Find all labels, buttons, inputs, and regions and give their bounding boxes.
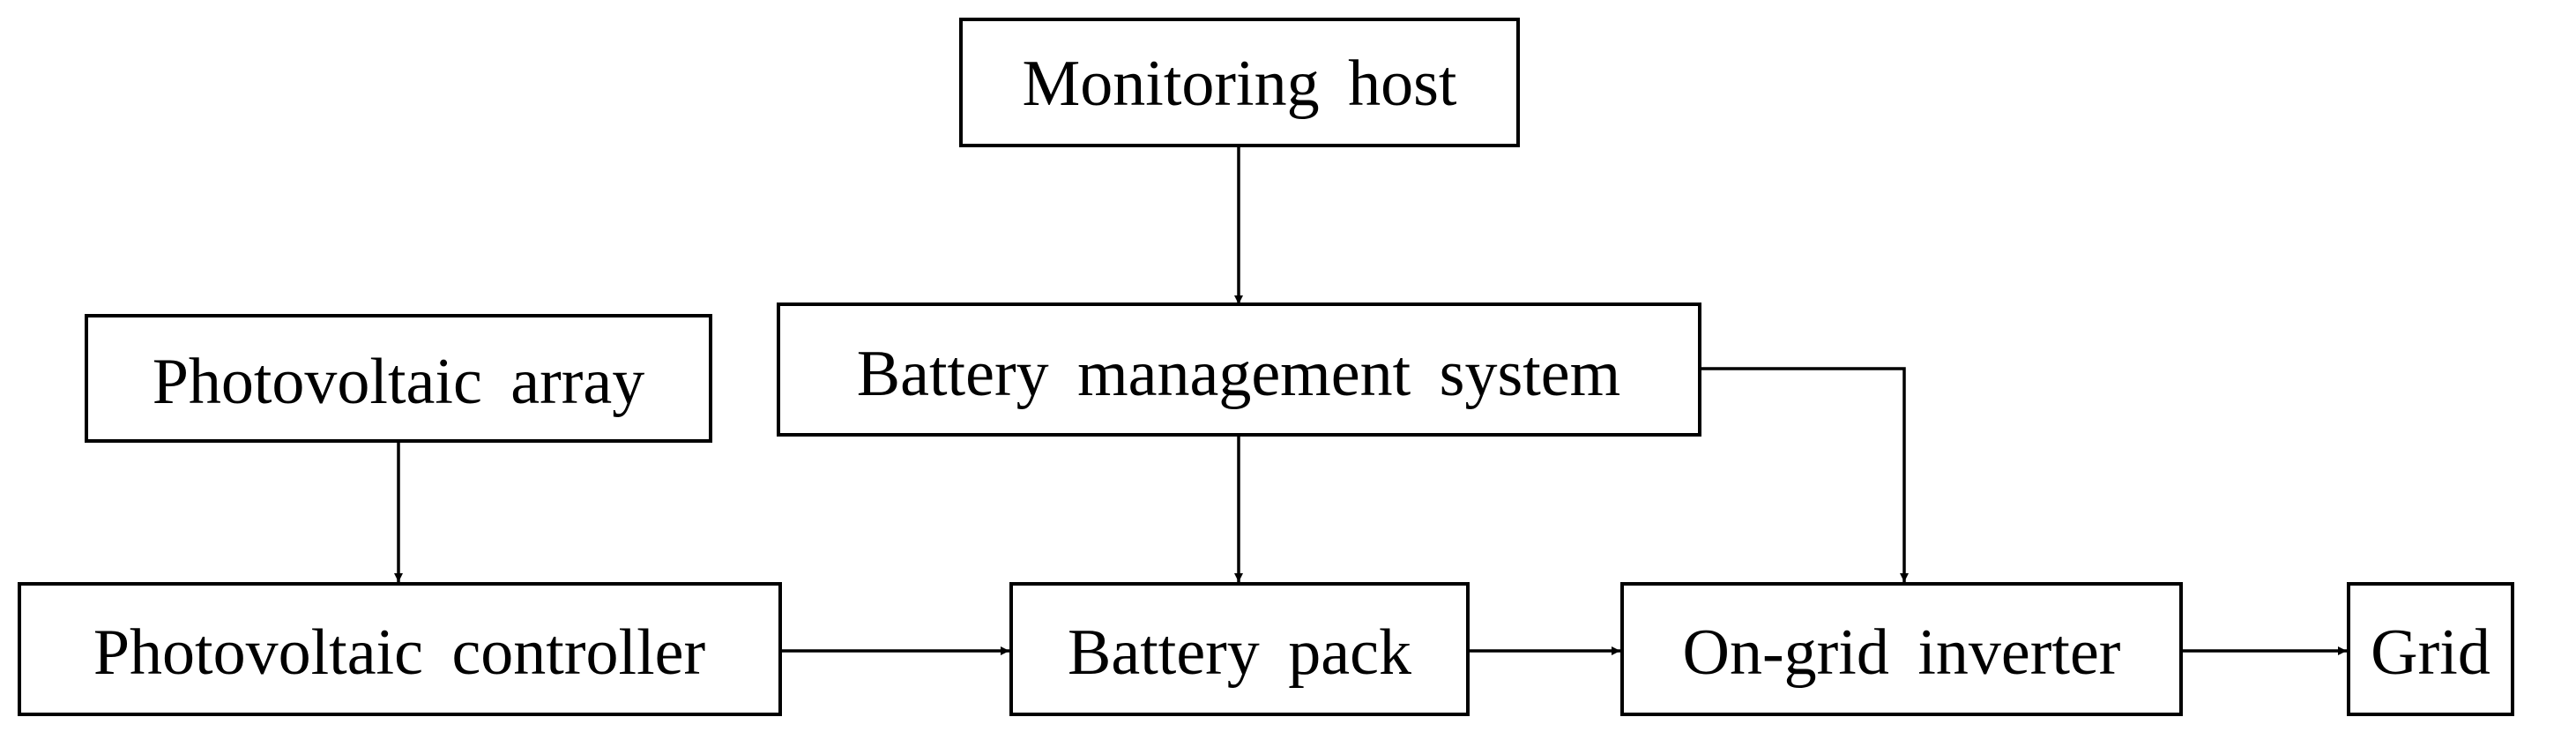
node-photovoltaic-controller: Photovoltaic controller — [18, 582, 782, 716]
node-photovoltaic-array: Photovoltaic array — [85, 314, 712, 443]
edges — [394, 146, 2347, 655]
node-battery-management-system-label: Battery management system — [857, 338, 1620, 410]
node-battery-management-system: Battery management system — [777, 303, 1701, 437]
node-monitoring-host: Monitoring host — [959, 18, 1520, 147]
node-photovoltaic-controller-label: Photovoltaic controller — [93, 616, 705, 689]
node-battery-pack: Battery pack — [1009, 582, 1470, 716]
node-photovoltaic-array-label: Photovoltaic array — [153, 346, 645, 418]
node-grid: Grid — [2347, 582, 2514, 716]
node-monitoring-host-label: Monitoring host — [1023, 48, 1457, 120]
node-on-grid-inverter: On-grid inverter — [1620, 582, 2183, 716]
edge-bms-to-on-grid-inverter — [1700, 367, 1909, 582]
node-grid-label: Grid — [2371, 616, 2490, 689]
node-on-grid-inverter-label: On-grid inverter — [1683, 616, 2121, 689]
node-battery-pack-label: Battery pack — [1068, 616, 1411, 689]
